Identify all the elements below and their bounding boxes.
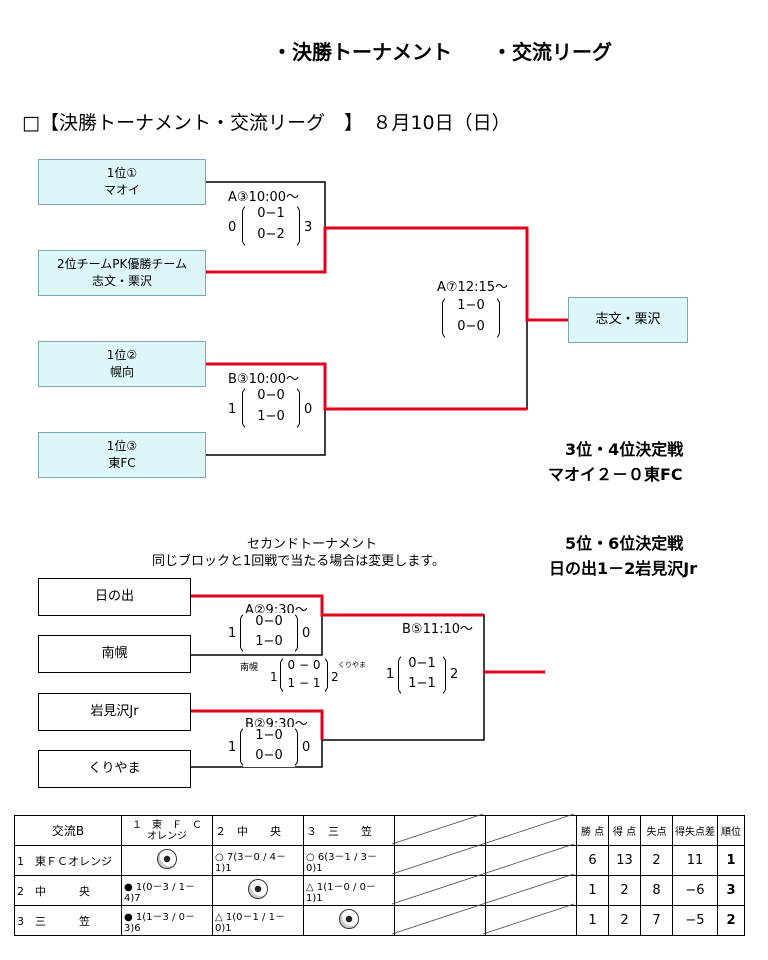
team-name: 3 三 笠 [14,905,122,936]
final-team-1: 1位① マオイ [38,159,206,205]
stat-goals-for: 2 [608,875,641,906]
match-label: A⑦12:15〜 [437,280,509,295]
score-1: 1−0 [457,298,485,313]
diag-cell [485,905,577,936]
score-2: 1−1 [408,676,436,691]
score-paren [442,297,500,339]
league-row: 2 中 央 ● 1(0－3 / 1－4)7 △ 1(1－0 / 0－1)1 1 … [14,875,745,906]
league-header-row: 交流B １ 東 Ｆ Ｃ オレンジ ２ 中 央 ３ 三 笠 勝 点 得 点 失点 … [14,815,745,846]
team-name: 幌向 [109,365,134,379]
score-2: 0−2 [257,227,285,242]
second-title: セカンドトーナメント [247,537,378,552]
score-2: 1−0 [257,409,285,424]
score-right: 0 [302,626,311,641]
league-title: 交流B [14,815,122,846]
team-name: 2 中 央 [14,875,122,906]
league-table: 交流B １ 東 Ｆ Ｃ オレンジ ２ 中 央 ３ 三 笠 勝 点 得 点 失点 … [14,815,745,936]
score-left: 0 [228,220,237,235]
soccer-ball-icon [157,849,177,869]
match-label: B③10:00〜 [228,372,300,387]
fifth-place-title: 5位・6位決定戦 [565,534,684,553]
stat-points: 6 [576,845,609,876]
final-team-3: 1位② 幌向 [38,341,206,387]
result-cell: △ 1(1－0 / 0－1)1 [303,875,395,906]
score-2: 0−0 [255,748,283,763]
second-team-3: 岩見沢Jr [38,693,191,731]
team-name: マオイ [103,183,140,197]
score-left: 1 [270,670,278,684]
score-1: 0 − 0 [287,658,321,672]
score-right: 0 [302,740,311,755]
stat-head: 得 点 [608,815,641,846]
diag-cell [394,815,486,846]
result-cell: ● 1(1－3 / 0－3)6 [121,905,213,936]
score-left: 1 [228,740,237,755]
team-rank: 1位① [106,165,138,180]
team-rank: 2位チームPK優勝チーム [56,256,188,271]
score-right: 3 [304,220,313,235]
score-1: 1−0 [255,728,283,743]
score-1: 0−1 [408,656,436,671]
result-cell: ○ 6(3－1 / 3－0)1 [303,845,395,876]
stat-goals-for: 13 [608,845,641,876]
league-row: 3 三 笠 ● 1(1－3 / 0－3)6 △ 1(0－1 / 1－0)1 1 … [14,905,745,936]
team-name: 東FC [108,456,136,470]
score-2: 1−0 [255,634,283,649]
top-title: ・決勝トーナメント ・交流リーグ [272,40,612,64]
team-rank: 1位③ [106,438,138,453]
second-team-2: 南幌 [38,635,191,673]
score-paren [240,727,298,767]
score-right: 0 [304,402,313,417]
score-right: 2 [331,670,339,684]
team-rank: 1位② [106,347,138,362]
result-cell: △ 1(0－1 / 1－0)1 [212,905,304,936]
stat-rank: 2 [717,905,745,936]
second-team-4: くりやま [38,750,191,788]
score-1: 0−1 [257,206,285,221]
col-head: １ 東 Ｆ Ｃ オレンジ [121,815,213,846]
self-cell [303,905,395,936]
fifth-place-result: 日の出1－2岩見沢Jr [549,559,698,578]
score-right: 2 [450,667,459,682]
diag-cell [485,875,577,906]
score-left: 1 [228,626,237,641]
score-paren [398,655,446,695]
final-team-4: 1位③ 東FC [38,432,206,478]
score-paren [242,387,300,429]
score-left: 1 [228,402,237,417]
score-1: 0−0 [257,388,285,403]
score-paren [240,613,298,653]
extra-team-1: 南幌 [240,663,259,673]
third-place-result: マオイ２－０東FC [548,465,683,484]
score-2: 0−0 [457,319,485,334]
team-name: 志文・栗沢 [91,274,152,288]
match-label: A③10:00〜 [228,190,300,205]
score-paren [280,657,328,693]
second-team-1: 日の出 [38,578,191,616]
col-head: ２ 中 央 [212,815,304,846]
section-title: □【決勝トーナメント・交流リーグ 】 ８月10日（日） [22,112,511,134]
stat-goals-for: 2 [608,905,641,936]
score-left: 1 [386,667,395,682]
score-1: 0−0 [255,614,283,629]
score-paren [242,205,300,247]
final-team-2: 2位チームPK優勝チーム 志文・栗沢 [38,250,206,296]
stat-rank: 3 [717,875,745,906]
second-note: 同じブロックと1回戦で当たる場合は変更します。 [152,554,445,569]
result-cell: ● 1(0－3 / 1－4)7 [121,875,213,906]
extra-team-2: くりやま [338,661,366,669]
stat-goals-against: 8 [640,875,673,906]
stat-goal-diff: −5 [672,905,718,936]
soccer-ball-icon [339,909,359,929]
stat-goal-diff: −6 [672,875,718,906]
match-label: B⑤11:10〜 [402,622,474,637]
stat-goals-against: 7 [640,905,673,936]
score-2: 1 − 1 [287,676,321,690]
champion-box: 志文・栗沢 [568,297,688,343]
third-place-title: 3位・4位決定戦 [565,440,684,459]
soccer-ball-icon [248,879,268,899]
